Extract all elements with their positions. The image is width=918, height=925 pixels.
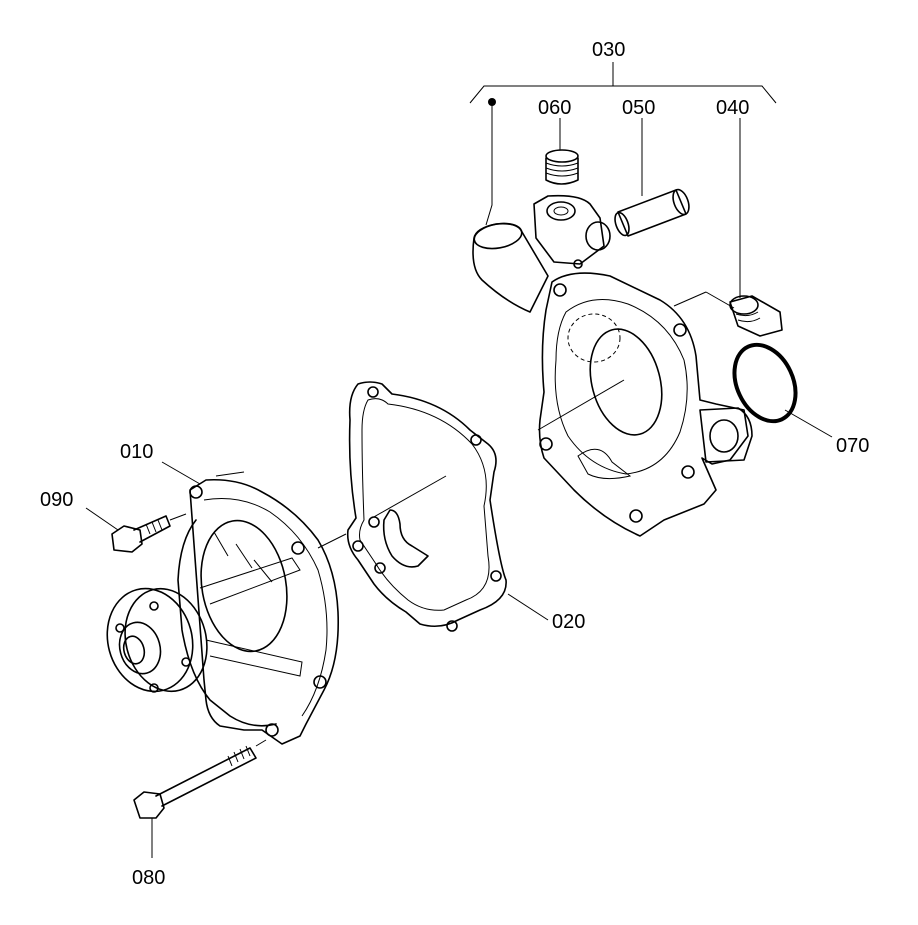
label-020: 020 xyxy=(552,611,585,633)
part-bolt-090[interactable] xyxy=(85,507,187,553)
part-plug-060[interactable] xyxy=(545,118,579,185)
label-050: 050 xyxy=(622,97,655,119)
label-060: 060 xyxy=(538,97,571,119)
part-pipe-050[interactable] xyxy=(612,118,692,237)
part-gasket-020[interactable] xyxy=(346,381,549,632)
label-090: 090 xyxy=(40,489,73,511)
group-bracket-030 xyxy=(469,62,777,226)
part-housing-030[interactable] xyxy=(472,194,753,537)
label-040: 040 xyxy=(716,97,749,119)
part-fitting-040[interactable] xyxy=(729,118,783,337)
part-water-pump-010[interactable] xyxy=(96,461,347,745)
label-080: 080 xyxy=(132,867,165,889)
part-long-bolt-080[interactable] xyxy=(133,739,267,858)
label-010: 010 xyxy=(120,441,153,463)
part-o-ring-070[interactable] xyxy=(723,335,833,438)
part-labels: 030 060 050 040 070 010 090 020 080 xyxy=(40,39,869,889)
label-030: 030 xyxy=(592,39,625,61)
label-070: 070 xyxy=(836,435,869,457)
